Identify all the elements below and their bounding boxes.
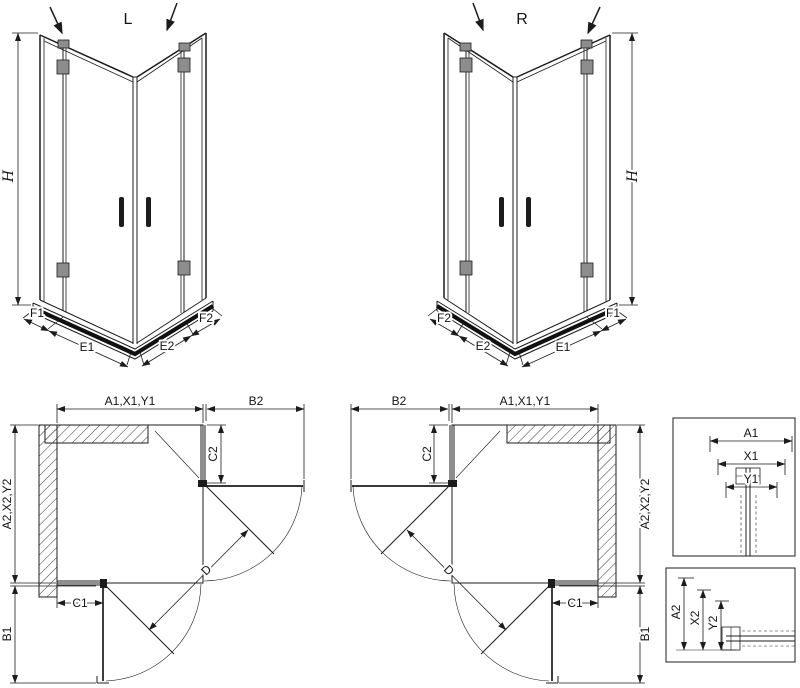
dim-label-width-top: A1,X1,Y1 [500, 394, 551, 408]
hinge-icon [100, 579, 107, 588]
wall-hatch-right [597, 424, 617, 598]
door-swing-plan-right [350, 480, 559, 684]
dim-label-x1: X1 [744, 449, 759, 463]
hinge-icon [56, 262, 70, 278]
profile-section-drawing [676, 626, 795, 651]
dim-label-y2: Y2 [706, 615, 720, 630]
door-handle-icon [526, 197, 531, 227]
enclosure-outline [451, 424, 599, 584]
adjust-arrow-icon [166, 2, 178, 32]
enclosure-outline [56, 424, 204, 584]
wall-hatch-left [38, 424, 58, 598]
glass-panels-left-view [39, 32, 207, 344]
dim-label-width-top: A1,X1,Y1 [105, 394, 156, 408]
dim-label-f2-right: F2 [437, 311, 451, 325]
top-bracket-icon [57, 39, 70, 49]
dim-label-a2: A2 [669, 604, 683, 619]
perspective-view-left: L [0, 2, 223, 368]
hinge-icon [580, 262, 594, 278]
adjust-arrow-icon [49, 6, 63, 35]
dim-label-h-right: H [625, 169, 641, 183]
view-label-right: R [516, 11, 528, 28]
dim-label-e2-left: E2 [160, 339, 175, 353]
detail-box-border [672, 417, 796, 557]
height-dimension-left-view: H [0, 32, 38, 306]
dim-label-h-left: H [1, 169, 17, 183]
hinges-left-view [56, 39, 191, 278]
top-bracket-icon [580, 39, 593, 49]
hinge-icon [459, 57, 473, 73]
detail-bottom-dimensions: A2 X2 Y2 [667, 577, 729, 651]
detail-profile-top: A1 X1 Y1 [672, 417, 796, 557]
wall-hatch-top [506, 424, 611, 444]
plan-view-left: A1,X1,Y1 B2 C2 A2,X2,Y2 B1 C1 D [0, 392, 305, 684]
dim-label-e2-right: E2 [476, 339, 491, 353]
hinge-icon [177, 260, 191, 276]
dim-label-door-side: B2 [392, 394, 407, 408]
glass-panels-plan-right [448, 425, 598, 588]
shower-tray-right-view [435, 300, 618, 360]
dim-label-f2-left: F2 [199, 311, 213, 325]
dim-label-return: C2 [206, 446, 220, 462]
detail-box-border [665, 567, 796, 663]
dim-label-door-front: B1 [0, 626, 14, 641]
dim-label-x2: X2 [688, 610, 702, 625]
wall-hatch-top [44, 424, 149, 444]
hinge-icon [448, 480, 457, 487]
view-label-left: L [124, 11, 133, 28]
dimensions-plan-right: A1,X1,Y1 B2 C2 A2,X2,Y2 B1 C1 D [350, 392, 654, 684]
dim-label-door-front: B1 [638, 626, 652, 641]
detail-top-dimensions: A1 X1 Y1 [709, 424, 793, 498]
hinge-icon [548, 579, 555, 588]
dim-label-e1-right: E1 [556, 340, 571, 354]
hinges-right-view [459, 39, 594, 278]
dim-label-fixed-front: C1 [567, 596, 583, 610]
dim-label-depth-side: A2,X2,Y2 [0, 478, 14, 529]
profile-section-drawing [735, 467, 761, 556]
height-dimension-right-view: H [612, 32, 643, 306]
plan-view-right: A1,X1,Y1 B2 C2 A2,X2,Y2 B1 C1 D [350, 392, 654, 684]
dim-label-depth-side: A2,X2,Y2 [638, 478, 652, 529]
dim-label-door-side: B2 [249, 394, 264, 408]
door-handle-icon [146, 197, 151, 227]
top-bracket-icon [459, 42, 472, 52]
adjust-arrow-icon [587, 6, 601, 35]
adjust-arrow-icon [472, 2, 484, 32]
perspective-view-right: R [427, 2, 643, 368]
glass-panels-plan-left [57, 425, 207, 588]
top-bracket-icon [178, 42, 191, 52]
width-dimensions-left-view: F1 E1 E2 F2 [22, 304, 223, 368]
dim-label-f1-left: F1 [30, 306, 44, 320]
door-swing-plan-left [96, 480, 305, 684]
dim-label-entry: D [441, 562, 457, 578]
dim-label-return: C2 [420, 446, 434, 462]
dim-label-entry: D [198, 562, 214, 578]
shower-tray-left-view [32, 300, 215, 360]
detail-profile-bottom: A2 X2 Y2 [665, 567, 796, 663]
hinge-icon [56, 59, 70, 75]
dim-label-fixed-front: C1 [72, 596, 88, 610]
dim-label-e1-left: E1 [80, 340, 95, 354]
door-handle-icon [499, 197, 504, 227]
hinge-icon [177, 57, 191, 73]
door-handle-icon [119, 197, 124, 227]
dim-label-a1: A1 [744, 426, 759, 440]
dim-label-y1: Y1 [744, 472, 759, 486]
hinge-icon [198, 480, 207, 487]
hinge-icon [459, 260, 473, 276]
hinge-icon [580, 59, 594, 75]
width-dimensions-right-view: F2 E2 E1 F1 [427, 304, 628, 368]
glass-panels-right-view [443, 32, 611, 344]
dim-label-f1-right: F1 [606, 306, 620, 320]
